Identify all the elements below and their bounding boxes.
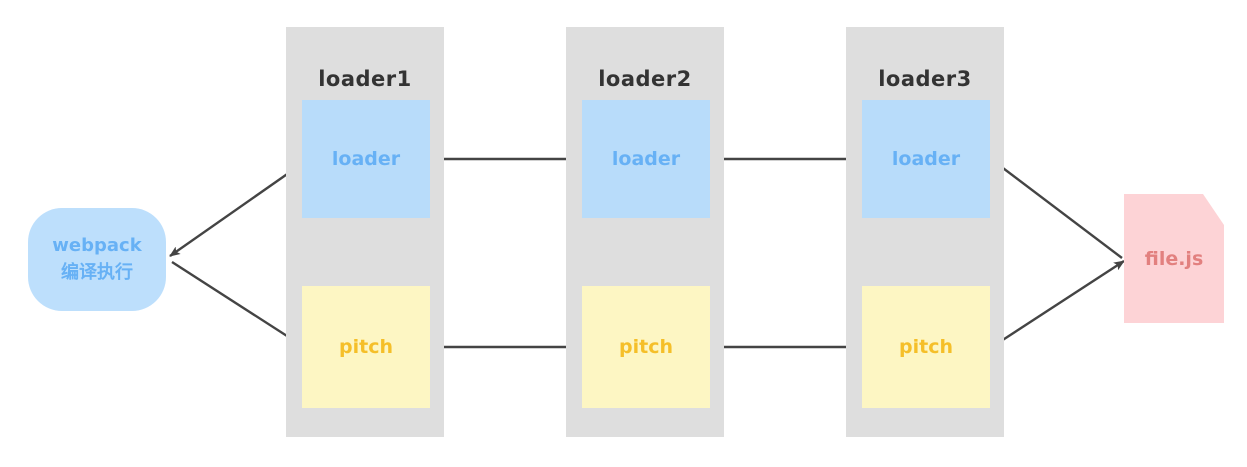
cell-loader1-loader[interactable]: loader <box>302 100 430 218</box>
edge-loader1-to-webpack <box>169 162 304 257</box>
file-js-label: file.js <box>1144 247 1204 270</box>
cell-loader3-loader[interactable]: loader <box>862 100 990 218</box>
edge-pitch3-to-file <box>994 259 1125 347</box>
cell-loader2-loader[interactable]: loader <box>582 100 710 218</box>
cell-label: loader <box>611 148 681 170</box>
webpack-label-line1: webpack <box>52 235 142 257</box>
cell-label: loader <box>331 148 401 170</box>
cell-loader3-pitch[interactable]: pitch <box>862 286 990 408</box>
edge-webpack-to-pitch1 <box>171 260 302 347</box>
cell-loader1-pitch[interactable]: pitch <box>302 286 430 408</box>
cell-label: pitch <box>899 336 953 358</box>
lane-title-loader2: loader2 <box>598 67 692 91</box>
cell-label: pitch <box>619 336 673 358</box>
edge-file-to-loader3 <box>990 158 1123 259</box>
cell-label: pitch <box>339 336 393 358</box>
cell-loader2-pitch[interactable]: pitch <box>582 286 710 408</box>
webpack-label-line2: 编译执行 <box>61 261 133 283</box>
lane-title-loader3: loader3 <box>878 67 972 91</box>
node-file-js[interactable]: file.js <box>1124 194 1224 323</box>
node-webpack[interactable]: webpack 编译执行 <box>28 208 166 311</box>
cell-label: loader <box>891 148 961 170</box>
lane-title-loader1: loader1 <box>318 67 412 91</box>
